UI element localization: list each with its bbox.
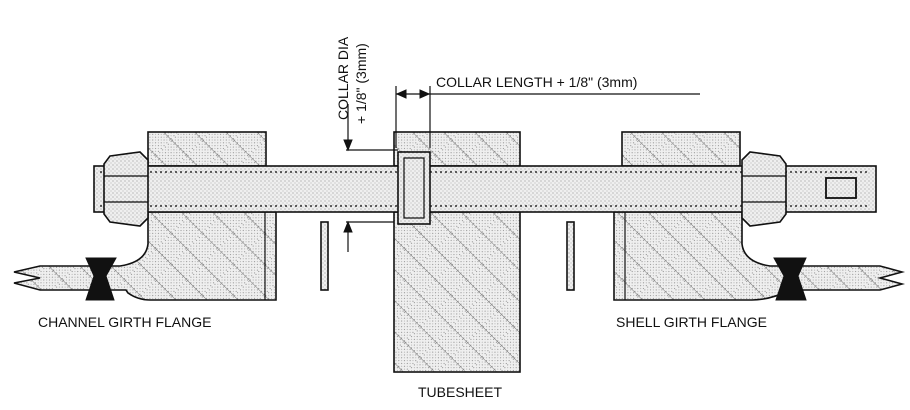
- tubesheet-lower-block: [393, 211, 521, 373]
- channel-girth-flange: [13, 131, 277, 301]
- channel-weld: [85, 257, 117, 301]
- channel-flange-lower-body: [13, 211, 277, 301]
- collar-dia-tolerance-label: + 1/8" (3mm): [353, 43, 369, 124]
- tubesheet: [393, 131, 521, 373]
- right-hex-nut: [741, 151, 787, 227]
- shell-weld: [773, 257, 807, 301]
- shell-girth-flange-label: SHELL GIRTH FLANGE: [616, 314, 767, 330]
- collar-body: [397, 151, 431, 225]
- collar-dia-label: COLLAR DIA: [335, 36, 351, 120]
- channel-flange-upper-block: [147, 131, 267, 167]
- tubesheet-label: TUBESHEET: [418, 384, 502, 400]
- collar-length-label: COLLAR LENGTH + 1/8" (3mm): [436, 74, 637, 90]
- left-hex-nut: [103, 151, 149, 227]
- stud-end-slot: [825, 177, 857, 199]
- shell-flange-lower-body: [613, 211, 906, 301]
- left-gasket: [320, 221, 329, 291]
- shell-girth-flange: [613, 131, 906, 301]
- right-gasket: [566, 221, 575, 291]
- channel-girth-flange-label: CHANNEL GIRTH FLANGE: [38, 314, 211, 330]
- shell-flange-upper-block: [621, 131, 741, 167]
- collar: [397, 151, 431, 225]
